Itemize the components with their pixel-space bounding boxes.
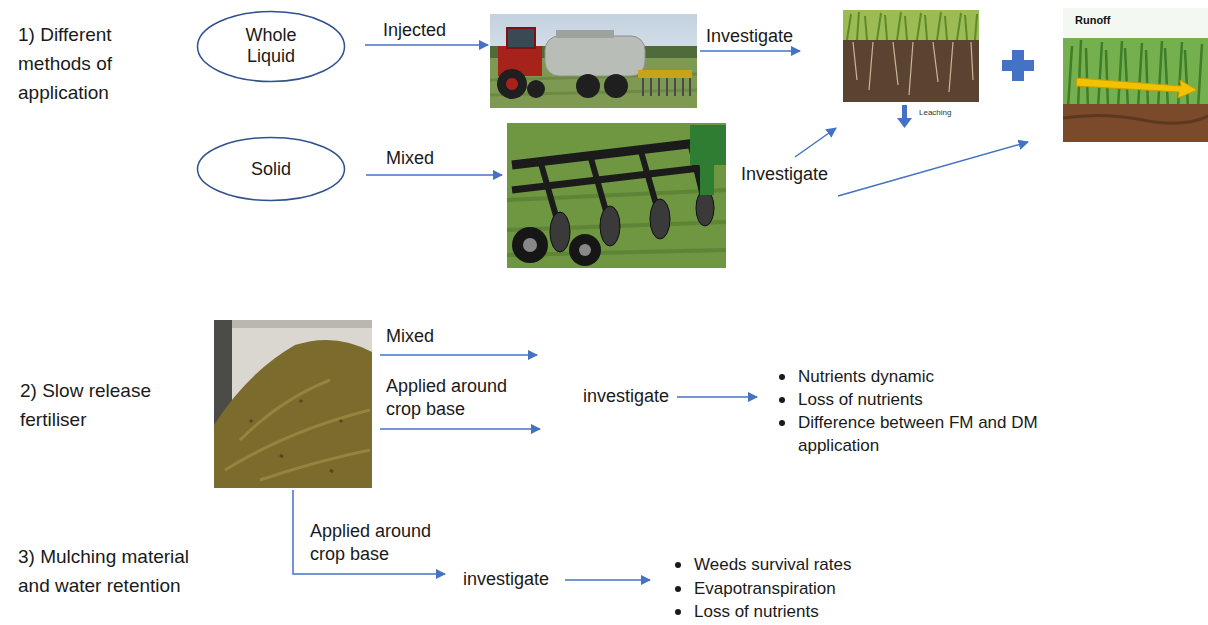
bullet-item: Difference between FM and DM application (798, 411, 1088, 457)
arrow-label: Mixed (386, 148, 434, 169)
runoff-part (1063, 8, 1208, 142)
illustration-circle (512, 227, 548, 263)
soil-part (902, 105, 907, 119)
bullet-dot (779, 397, 785, 403)
compost-photo (214, 320, 372, 488)
illustration-rect (507, 28, 535, 48)
harrow-photo (507, 123, 726, 268)
ellipse-shape (198, 11, 345, 81)
illustration-path (795, 128, 836, 157)
panel-text: Runoff (1075, 14, 1110, 27)
illustration-path (225, 380, 370, 480)
arrow-label: investigate (463, 569, 549, 590)
illustration-path (366, 174, 502, 176)
illustration-rect (490, 14, 697, 108)
illustration-ellipse (550, 212, 570, 252)
illustration-path (214, 340, 372, 488)
runoff-part (1068, 40, 1202, 108)
arrow-label: Applied around crop base (310, 520, 460, 566)
illustration-rect (1002, 60, 1034, 71)
soil-part (843, 40, 979, 102)
bullet-item: Evapotranspiration (694, 577, 836, 600)
node-text: Whole Liquid (231, 25, 311, 67)
bullet-item: Nutrients dynamic (798, 365, 934, 388)
illustration-rect (214, 320, 372, 488)
tractor-photo (490, 14, 697, 108)
leaching-panel: Leaching (843, 10, 979, 130)
illustration-rect (690, 125, 726, 165)
illustration-path (677, 396, 757, 398)
runoff-illustration (1063, 8, 1208, 142)
plus-symbol (1002, 50, 1034, 81)
soil-part (843, 10, 979, 130)
illustration-circle (497, 69, 527, 99)
ellipse-node: Whole Liquid (196, 10, 346, 83)
illustration-ellipse (600, 206, 620, 246)
illustration-path (380, 354, 537, 356)
illustration-circle (527, 80, 545, 98)
soil-part (897, 118, 912, 128)
illustration-rect (638, 70, 692, 78)
section-heading: 3) Mulching material and water retention (18, 542, 213, 600)
soil-part (843, 10, 979, 40)
illustration-circle (576, 74, 600, 98)
illustration-rect (700, 165, 714, 195)
section-heading: 1) Different methods of application (18, 20, 168, 107)
bullet-item: Loss of nutrients (694, 600, 819, 623)
arrow-label: Injected (383, 20, 446, 41)
bullet-item: Loss of nutrients (798, 388, 923, 411)
bullet-dot (779, 420, 785, 426)
bullet-item: Weeds survival rates (694, 553, 851, 576)
runoff-part (1063, 38, 1208, 108)
ellipse-shape (198, 138, 345, 201)
arrow-label: Mixed (386, 326, 434, 347)
illustration-path (380, 428, 540, 430)
illustration-path (365, 44, 488, 46)
panel-text: Leaching (919, 108, 951, 118)
illustration-path (838, 142, 1028, 196)
arrow-label: Investigate (706, 26, 793, 47)
illustration-rect (232, 320, 372, 328)
arrow-label: Applied around crop base (386, 375, 536, 421)
illustration-rect (556, 30, 614, 38)
soil-part (847, 12, 977, 40)
ellipse-node: Solid (196, 136, 346, 202)
section-heading: 2) Slow release fertiliser (20, 376, 180, 434)
illustration-ellipse (650, 199, 670, 239)
runoff-part (1076, 78, 1197, 98)
arrow-label: Investigate (741, 164, 828, 185)
illustration-circle (506, 78, 518, 90)
illustration-ellipse (696, 190, 714, 226)
runoff-part (1063, 115, 1208, 123)
soil-part (853, 42, 973, 95)
illustration-circle (523, 238, 537, 252)
illustration-rect (545, 36, 645, 76)
bullet-dot (675, 562, 681, 568)
illustration-circle (604, 74, 628, 98)
illustration-path (700, 50, 800, 52)
illustration-rect (507, 123, 726, 268)
illustration-circle (579, 244, 591, 256)
bullet-dot (675, 609, 681, 615)
illustration-circle (569, 234, 601, 266)
illustration-path (643, 78, 690, 96)
bullet-dot (779, 374, 785, 380)
node-text: Solid (251, 159, 291, 180)
runoff-part (1063, 104, 1208, 142)
soil-illustration (843, 10, 979, 130)
runoff-panel: Runoff (1063, 8, 1208, 142)
bullet-dot (675, 586, 681, 592)
arrow-label: investigate (583, 386, 669, 407)
illustration-path (250, 400, 342, 472)
illustration-path (565, 579, 650, 581)
